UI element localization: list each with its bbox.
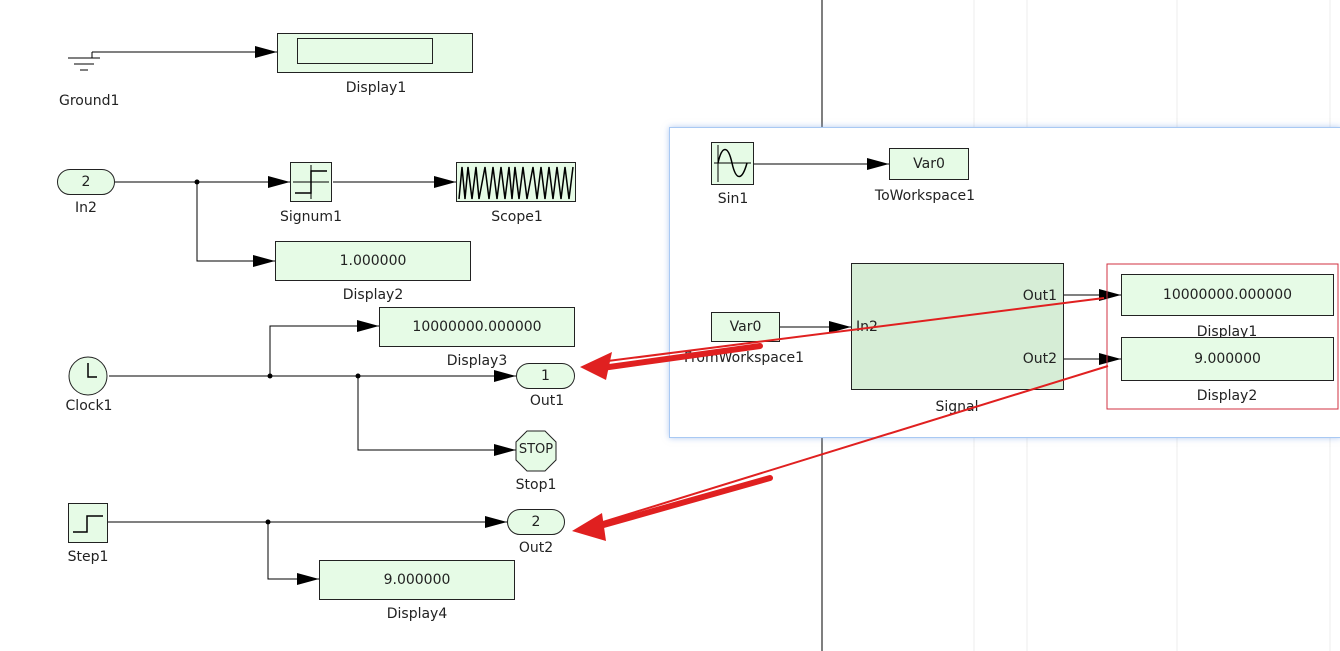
display3-block[interactable]: 10000000.000000 xyxy=(379,307,575,347)
display1-block[interactable] xyxy=(277,33,473,73)
clock-icon xyxy=(68,356,108,396)
from-workspace-label: FromWorkspace1 xyxy=(683,350,805,366)
subsystem-out1-port: Out1 xyxy=(1022,288,1057,304)
signum-block[interactable] xyxy=(290,162,332,202)
scope-waveform-icon xyxy=(458,166,574,200)
sin-block[interactable] xyxy=(711,142,754,185)
scope-label: Scope1 xyxy=(491,209,543,225)
subsystem-display1-block[interactable]: 10000000.000000 xyxy=(1121,274,1334,316)
display2-block[interactable]: 1.000000 xyxy=(275,241,471,281)
out2-port[interactable]: 2 xyxy=(507,509,565,535)
display4-label: Display4 xyxy=(386,606,448,622)
clock-label: Clock1 xyxy=(65,398,113,414)
in2-port[interactable]: 2 xyxy=(57,169,115,195)
step-label: Step1 xyxy=(67,549,109,565)
stop-text: STOP xyxy=(518,442,554,457)
signum-label: Signum1 xyxy=(280,209,342,225)
display1-label: Display1 xyxy=(345,80,407,96)
in2-label: In2 xyxy=(75,200,97,216)
subsystem-in-port: In2 xyxy=(856,319,878,335)
out2-label: Out2 xyxy=(518,540,554,556)
ground-icon xyxy=(68,51,100,71)
out1-port[interactable]: 1 xyxy=(516,363,575,389)
display4-block[interactable]: 9.000000 xyxy=(319,560,515,600)
subsystem-display2-label: Display2 xyxy=(1196,388,1258,404)
display2-label: Display2 xyxy=(342,287,404,303)
sin-label: Sin1 xyxy=(717,191,749,207)
step-block[interactable] xyxy=(68,503,108,543)
display3-label: Display3 xyxy=(446,353,508,369)
highlight-box xyxy=(1106,263,1339,410)
signum-icon xyxy=(293,165,329,199)
signal-subsystem-block[interactable]: In2 Out1 Out2 xyxy=(851,263,1064,390)
display1-value xyxy=(297,38,433,64)
sine-wave-icon xyxy=(714,145,751,182)
out1-label: Out1 xyxy=(529,393,565,409)
scope-block[interactable] xyxy=(456,162,576,202)
stop-sign-icon xyxy=(515,430,557,472)
subsystem-display2-block[interactable]: 9.000000 xyxy=(1121,337,1334,381)
to-workspace-label: ToWorkspace1 xyxy=(874,188,976,204)
to-workspace-block[interactable]: Var0 xyxy=(889,148,969,180)
subsystem-out2-port: Out2 xyxy=(1022,351,1057,367)
signal-subsystem-view[interactable]: Sin1 Var0 ToWorkspace1 Var0 FromWorkspac… xyxy=(669,127,1340,438)
step-icon xyxy=(73,515,103,533)
ground-label: Ground1 xyxy=(59,93,120,109)
subsystem-label: Signal xyxy=(935,399,979,415)
from-workspace-block[interactable]: Var0 xyxy=(711,312,780,342)
stop-label: Stop1 xyxy=(515,477,557,493)
subsystem-display1-label: Display1 xyxy=(1196,324,1258,340)
